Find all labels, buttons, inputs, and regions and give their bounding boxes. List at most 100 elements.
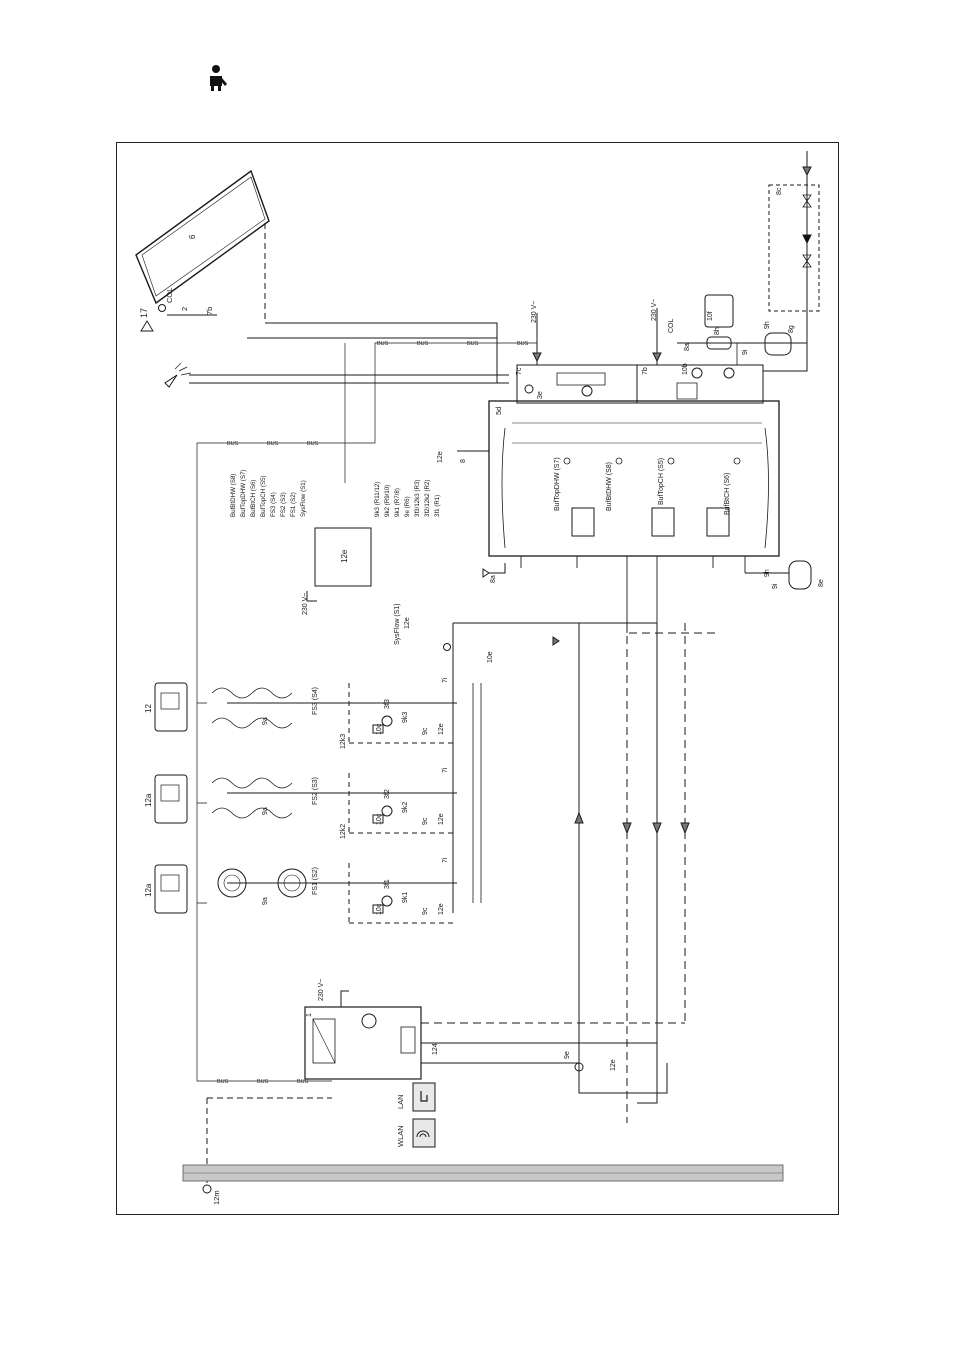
svg-text:9c: 9c — [422, 817, 429, 825]
svg-text:12e: 12e — [438, 903, 445, 915]
svg-text:9e (R6): 9e (R6) — [404, 496, 411, 517]
bus-label: BUS — [517, 341, 529, 347]
wlan-icon: WLAN — [396, 1118, 436, 1148]
svg-text:9i: 9i — [742, 349, 749, 355]
sensor-s6: BufBtCH (S6) — [724, 473, 731, 515]
svg-text:8c: 8c — [776, 187, 783, 195]
svg-text:5d: 5d — [494, 407, 503, 415]
svg-text:12e: 12e — [340, 549, 349, 563]
svg-text:12: 12 — [144, 704, 153, 713]
power-supply-4: 230 V~ — [318, 979, 349, 1007]
svg-text:SysFlow (S1): SysFlow (S1) — [300, 480, 307, 517]
power-supply-1: 230 V~ — [531, 301, 542, 365]
svg-text:9k1: 9k1 — [402, 892, 409, 903]
cold-water-inlet: 8c — [763, 151, 820, 372]
room-controller-12a-1: 12a — [144, 774, 188, 824]
bus-label: BUS — [217, 1079, 229, 1085]
expansion-vessel-10f: 10f — [704, 294, 734, 328]
bus-label: BUS — [297, 1079, 309, 1085]
shower-head-icon — [164, 362, 509, 388]
sensor-s7: BufTopDHW (S7) — [554, 457, 561, 511]
bus-label: BUS — [267, 441, 279, 447]
bus-label: BUS — [227, 441, 239, 447]
room-controller-12: 12 — [144, 682, 188, 732]
power-supply-2: 230 V~ — [651, 299, 662, 365]
svg-text:FS2 (S3): FS2 (S3) — [312, 777, 319, 805]
sysflow-sensor: SysFlow (S1) 12e 10e — [394, 603, 494, 663]
dhw-station: 7c 7b 3e — [516, 364, 764, 404]
svg-text:BufTopCH (S5): BufTopCH (S5) — [260, 475, 267, 517]
svg-text:230 V~: 230 V~ — [318, 979, 325, 1001]
bus-label: BUS — [377, 341, 389, 347]
svg-text:7b: 7b — [642, 367, 649, 375]
svg-text:3f3: 3f3 — [384, 699, 391, 709]
svg-text:1: 1 — [306, 1013, 313, 1017]
svg-text:8g: 8g — [788, 325, 795, 333]
svg-text:12k2: 12k2 — [340, 824, 347, 839]
svg-text:230 V~: 230 V~ — [302, 593, 309, 615]
svg-text:9e: 9e — [564, 1051, 571, 1059]
building-wall — [182, 1164, 784, 1182]
svg-text:7i: 7i — [442, 857, 449, 863]
bus-label: BUS — [257, 1079, 269, 1085]
svg-text:9h: 9h — [764, 321, 771, 329]
diverter-valve-9e: 9e 12e — [564, 1051, 668, 1094]
svg-text:10e: 10e — [487, 651, 494, 663]
heating-circuit-2: FS2 (S3) 12k2 3f2 9k2 10c 9a 7i 9c 12e — [211, 767, 457, 839]
svg-text:10c: 10c — [376, 903, 383, 915]
col-sensor-1: COL 2 7b — [158, 288, 217, 316]
svg-text:9k3: 9k3 — [402, 712, 409, 723]
expansion-vessel-8g: 8g — [764, 325, 795, 356]
svg-text:9a: 9a — [262, 897, 269, 905]
lan-icon: LAN — [396, 1082, 436, 1112]
solar-module-12e: 12e — [314, 527, 372, 587]
svg-text:9a: 9a — [262, 807, 269, 815]
svg-text:3e: 3e — [537, 391, 544, 399]
expansion-vessel-8e: 8e 9h 9i — [745, 560, 825, 590]
svg-text:3f2: 3f2 — [384, 789, 391, 799]
boiler: 1 124 — [304, 1006, 439, 1080]
svg-text:230 V~: 230 V~ — [651, 299, 658, 321]
heating-circuit-1: FS1 (S2) 3f1 9k1 10c 9a 7i 9c 12e — [217, 857, 457, 924]
svg-text:10b: 10b — [682, 363, 689, 375]
solar-collector: 6 — [135, 169, 270, 305]
svg-text:7i: 7i — [442, 677, 449, 683]
bus-label: BUS — [467, 341, 479, 347]
svg-text:FS1 (S2): FS1 (S2) — [312, 867, 319, 895]
svg-text:9c: 9c — [422, 907, 429, 915]
svg-text:COL: COL — [668, 319, 675, 334]
power-supply-3: 230 V~ — [302, 591, 317, 615]
svg-text:124: 124 — [432, 1043, 439, 1055]
sensor-s5: BufTopCH (S5) — [658, 458, 665, 505]
svg-text:8h: 8h — [714, 327, 721, 335]
svg-text:12e: 12e — [610, 1059, 617, 1071]
svg-text:9k2: 9k2 — [402, 802, 409, 813]
svg-text:8a: 8a — [490, 575, 497, 583]
svg-text:12e: 12e — [438, 723, 445, 735]
diagram-frame: 6 COL 2 7b 17 BUS BUS BUS BUS BUS BUS BU… — [116, 142, 839, 1215]
bus-label: BUS — [307, 441, 319, 447]
svg-text:17: 17 — [139, 308, 149, 318]
heat-exchanger-8h: 8h — [706, 327, 732, 350]
svg-text:3f3/12k3 (R3): 3f3/12k3 (R3) — [414, 480, 421, 518]
svg-text:9c: 9c — [422, 727, 429, 735]
svg-text:10f: 10f — [707, 311, 714, 321]
svg-text:9a: 9a — [262, 717, 269, 725]
bus-label: BUS — [417, 341, 429, 347]
collector-label: 6 — [188, 234, 197, 239]
svg-text:12a: 12a — [144, 883, 153, 897]
hydraulic-schematic: 6 COL 2 7b 17 BUS BUS BUS BUS BUS BUS BU… — [135, 151, 825, 1205]
svg-text:LAN: LAN — [396, 1094, 405, 1109]
svg-text:12a: 12a — [144, 793, 153, 807]
svg-text:BufBtCH (S6): BufBtCH (S6) — [250, 480, 257, 517]
svg-text:9k2 (R9/10): 9k2 (R9/10) — [384, 485, 391, 517]
svg-text:9i: 9i — [772, 583, 779, 589]
svg-text:3f2/12k2 (R2): 3f2/12k2 (R2) — [424, 480, 431, 518]
svg-text:BufTopDHW (S7): BufTopDHW (S7) — [240, 470, 247, 517]
svg-text:8e: 8e — [818, 579, 825, 587]
svg-text:FS3 (S4): FS3 (S4) — [270, 492, 277, 517]
room-controller-12a-2: 12a — [144, 864, 188, 914]
svg-text:9k3 (R11/12): 9k3 (R11/12) — [374, 482, 381, 517]
svg-text:FS1 (S2): FS1 (S2) — [290, 492, 297, 517]
sensor-s8: BufBtDHW (S8) — [606, 462, 613, 511]
